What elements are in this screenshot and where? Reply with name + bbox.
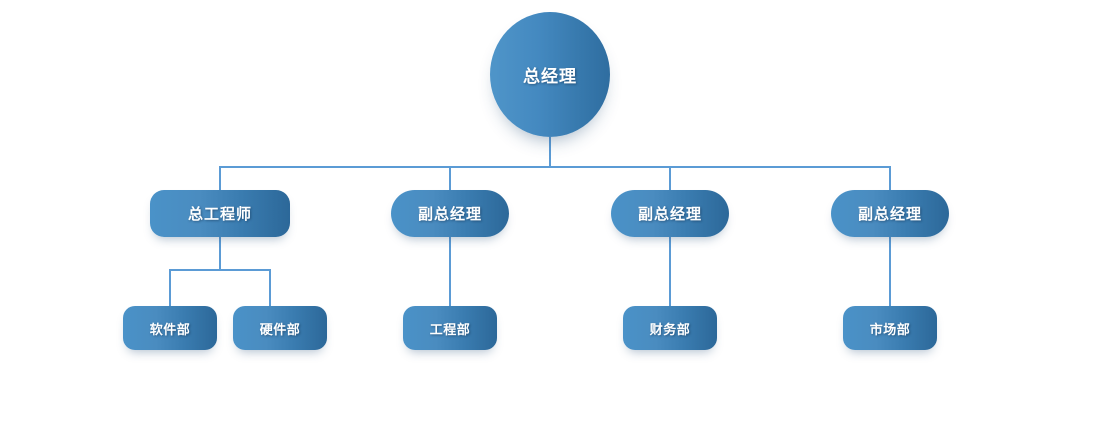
connector-chief-engineer-stem (219, 237, 221, 270)
node-deputy-manager-1[interactable]: 副总经理 (391, 190, 509, 237)
node-general-manager[interactable]: 总经理 (490, 12, 610, 137)
connector-sub-bus-to-hardware-dept (269, 269, 271, 306)
connector-bus-to-chief-engineer (219, 166, 221, 191)
connector-deputy-1-to-engineering-dept (449, 237, 451, 306)
node-finance-department[interactable]: 财务部 (623, 306, 717, 350)
connector-deputy-2-to-finance-dept (669, 237, 671, 306)
node-chief-engineer[interactable]: 总工程师 (150, 190, 290, 237)
connector-bus-to-deputy-2 (669, 166, 671, 191)
connector-deputy-3-to-marketing-dept (889, 237, 891, 306)
connector-bus-to-deputy-3 (889, 166, 891, 191)
connector-level2-sub-bus (169, 269, 271, 271)
connector-sub-bus-to-software-dept (169, 269, 171, 306)
connector-bus-to-deputy-1 (449, 166, 451, 191)
node-deputy-manager-3[interactable]: 副总经理 (831, 190, 949, 237)
node-hardware-department[interactable]: 硬件部 (233, 306, 327, 350)
node-deputy-manager-2[interactable]: 副总经理 (611, 190, 729, 237)
node-engineering-department[interactable]: 工程部 (403, 306, 497, 350)
connector-root-stem (549, 137, 551, 168)
node-marketing-department[interactable]: 市场部 (843, 306, 937, 350)
node-software-department[interactable]: 软件部 (123, 306, 217, 350)
connector-level1-bus (220, 166, 891, 168)
